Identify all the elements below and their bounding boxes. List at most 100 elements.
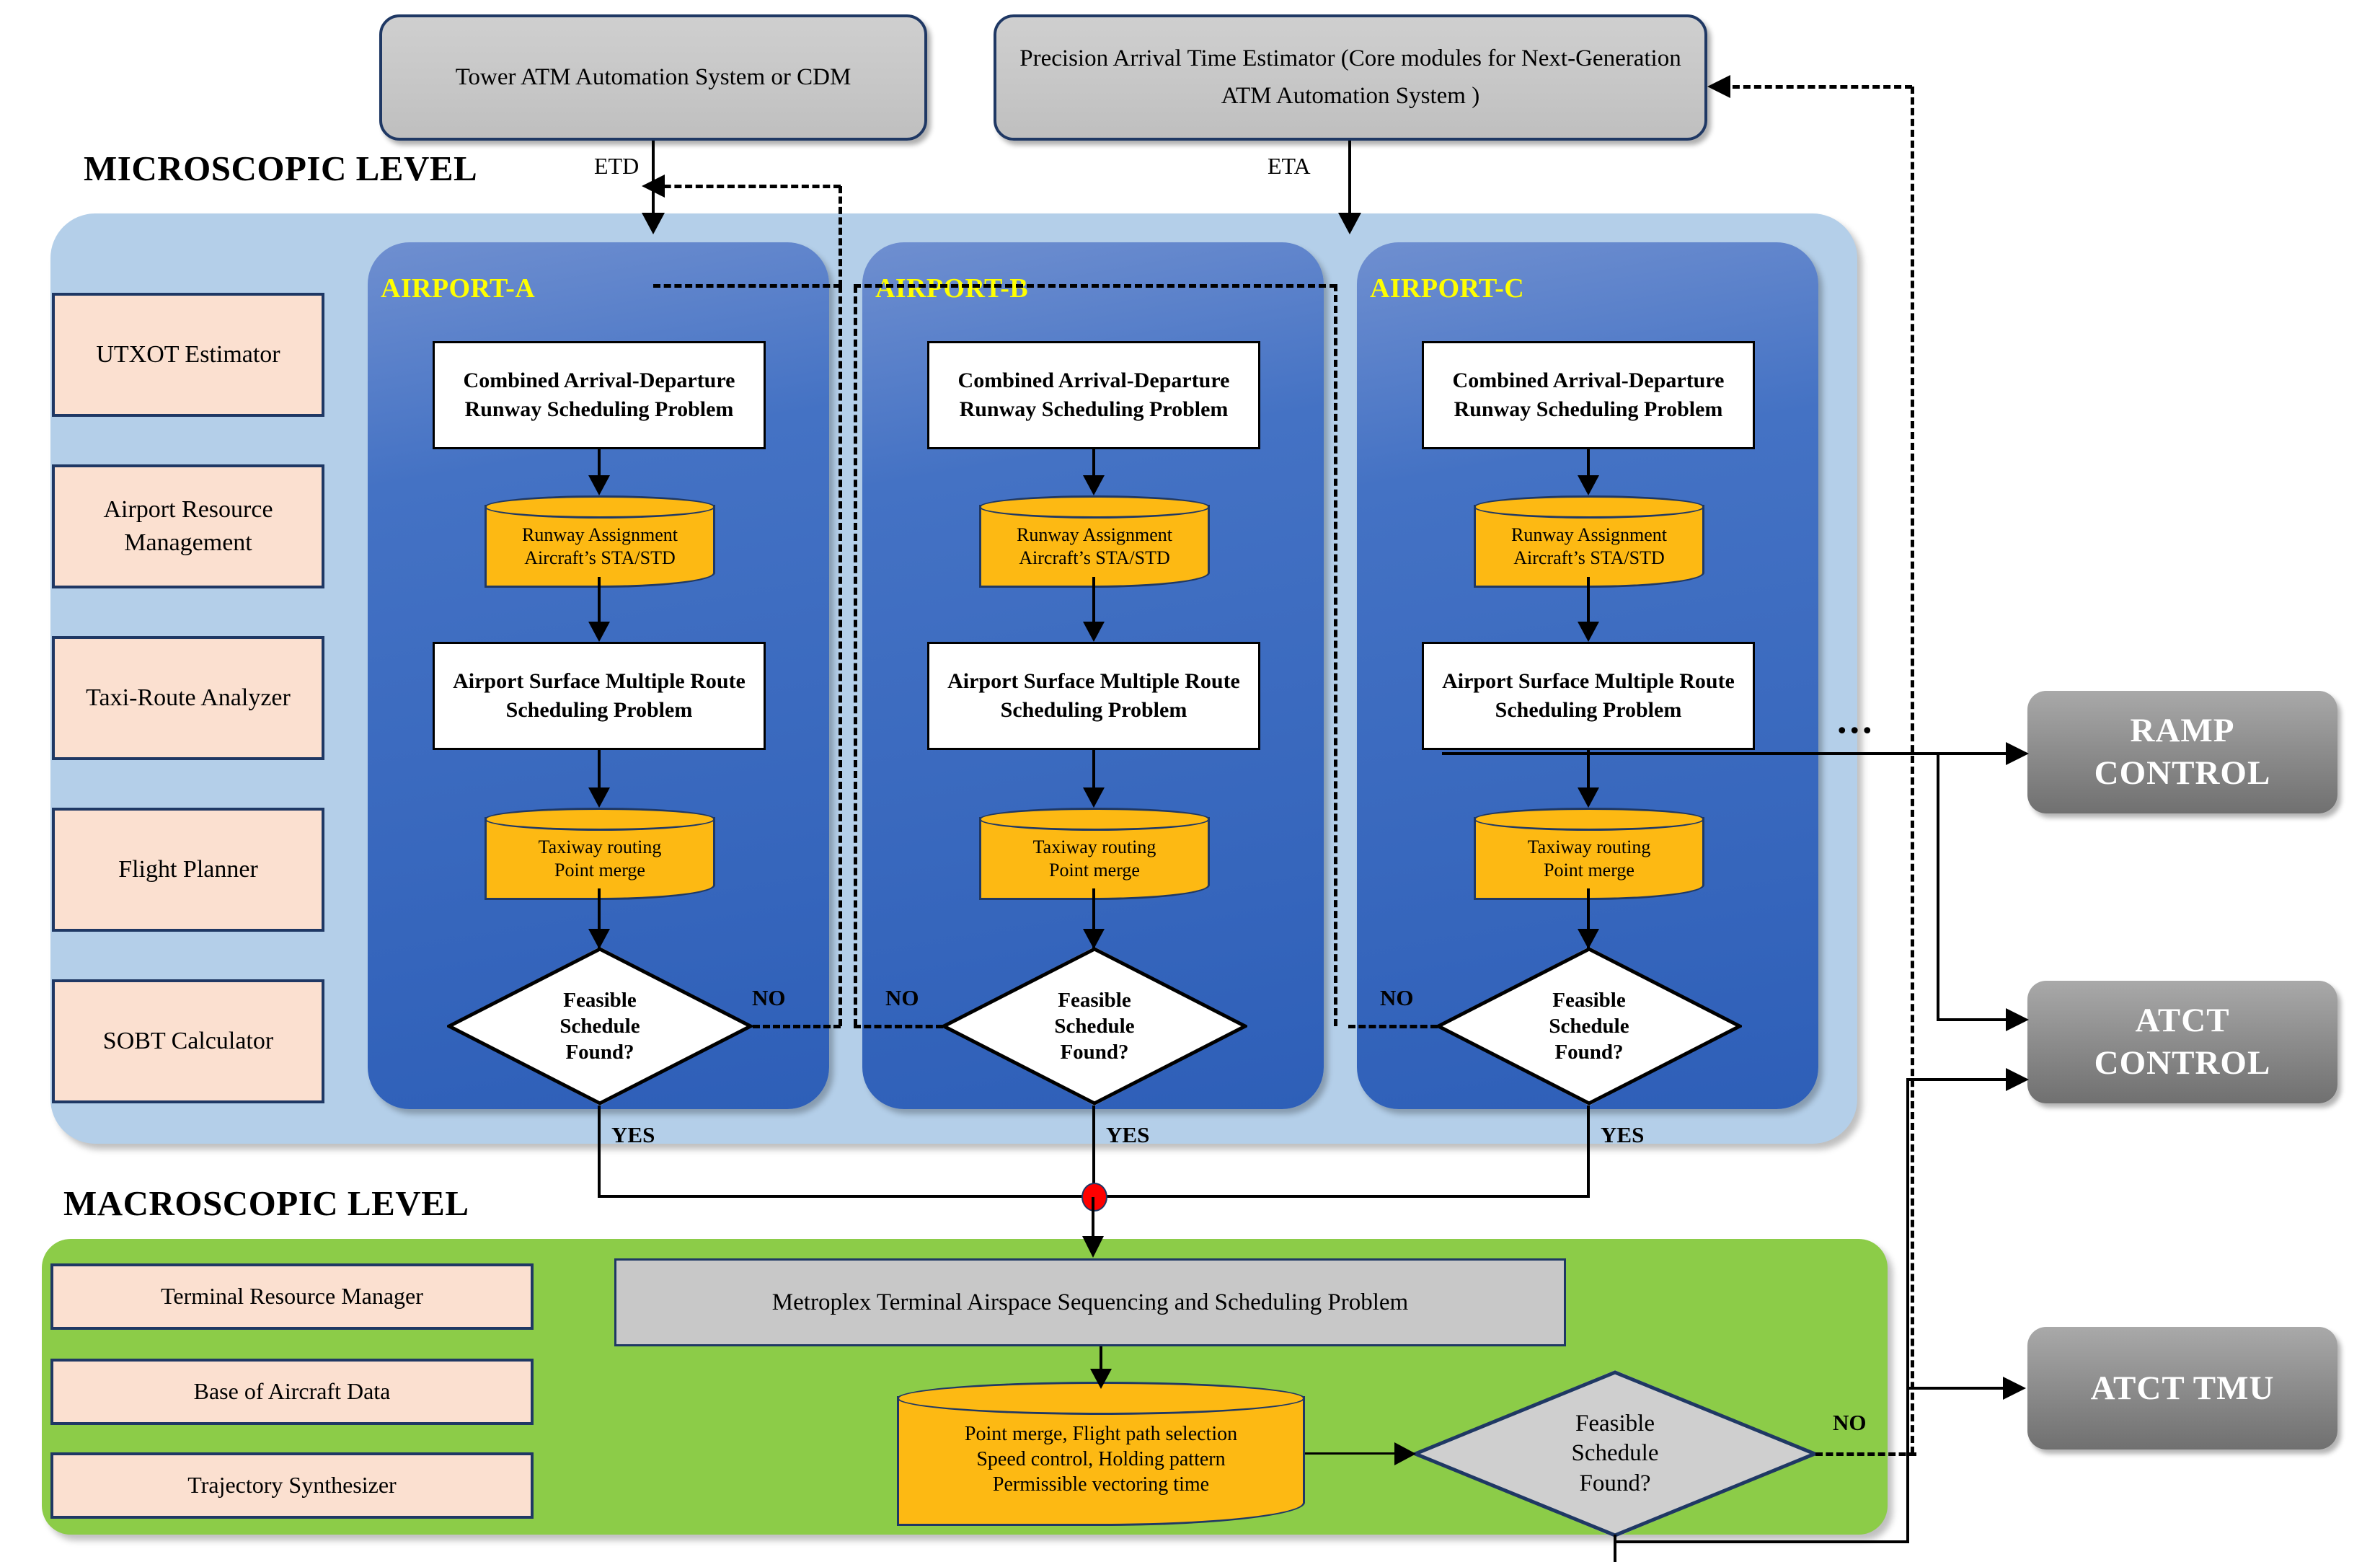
arrowhead xyxy=(1394,1442,1416,1465)
connector-airports-to-right-bus xyxy=(1442,752,1903,755)
process-box-label: Metroplex Terminal Airspace Sequencing a… xyxy=(771,1289,1409,1315)
arrowhead xyxy=(2003,1377,2026,1400)
module-card-flight-planner[interactable]: Flight Planner xyxy=(52,808,324,932)
feedback-macro-no-horizontal xyxy=(1815,1452,1916,1456)
module-card-label: Taxi-Route Analyzer xyxy=(86,684,291,712)
module-card-label: UTXOT Estimator xyxy=(96,341,280,369)
connector-a-store2-to-decision xyxy=(598,888,601,950)
arrowhead xyxy=(2006,742,2029,765)
source-box-tower-atm-label: Tower ATM Automation System or CDM xyxy=(455,63,851,90)
connector-store-to-macro-decision xyxy=(1305,1452,1399,1455)
module-card-sobt-calculator[interactable]: SOBT Calculator xyxy=(52,979,324,1103)
connector-macro-bottom-right xyxy=(1614,1540,1909,1543)
arrowhead xyxy=(588,622,610,642)
cylinder-top xyxy=(485,808,715,831)
arrowhead xyxy=(1082,1236,1104,1258)
cylinder-top xyxy=(1474,495,1704,519)
flow-label-no-macro: NO xyxy=(1833,1410,1867,1435)
process-box-surface-route-airport-c[interactable]: Airport Surface Multiple Route Schedulin… xyxy=(1422,642,1755,750)
control-box-atct-tmu[interactable]: ATCT TMU xyxy=(2027,1327,2337,1450)
module-card-taxi-route-analyzer[interactable]: Taxi-Route Analyzer xyxy=(52,636,324,760)
data-store-runway-assignment-airport-b[interactable]: Runway Assignment Aircraft’s STA/STD xyxy=(979,495,1210,588)
process-box-label: Combined Arrival-Departure Runway Schedu… xyxy=(957,368,1230,422)
decision-text: Feasible Schedule Found? xyxy=(1571,1411,1659,1496)
process-box-surface-route-airport-a[interactable]: Airport Surface Multiple Route Schedulin… xyxy=(433,642,766,750)
airport-label-airport-a: AIRPORT-A xyxy=(381,273,536,304)
connector-c-yes xyxy=(1587,1106,1590,1198)
source-box-tower-atm[interactable]: Tower ATM Automation System or CDM xyxy=(379,14,927,141)
connector-b-store2-to-decision xyxy=(1092,888,1095,950)
connector-bus-lower-vertical xyxy=(1906,1078,1909,1388)
more-airports-ellipsis: ... xyxy=(1837,698,1875,741)
cylinder-top xyxy=(979,808,1210,831)
process-box-label: Combined Arrival-Departure Runway Schedu… xyxy=(1452,368,1725,422)
feedback-b-no-horizontal xyxy=(854,1025,943,1028)
connector-merge-to-metroplex-2 xyxy=(1092,1209,1094,1240)
feedback-b-no-top xyxy=(854,284,1337,288)
data-store-runway-assignment-airport-a[interactable]: Runway Assignment Aircraft’s STA/STD xyxy=(485,495,715,588)
process-box-metroplex-sequencing[interactable]: Metroplex Terminal Airspace Sequencing a… xyxy=(614,1258,1566,1346)
module-card-label: Terminal Resource Manager xyxy=(161,1283,423,1310)
decision-text: Feasible Schedule Found? xyxy=(1549,988,1629,1064)
connector-c-step1-to-store1 xyxy=(1587,449,1590,481)
process-box-label: Airport Surface Multiple Route Schedulin… xyxy=(453,669,746,723)
connector-b-step1-to-store1 xyxy=(1092,449,1095,481)
data-store-text: Runway Assignment Aircraft’s STA/STD xyxy=(1017,524,1172,569)
control-box-label-line1: ATCT xyxy=(2135,1002,2230,1040)
data-store-taxiway-routing-airport-b[interactable]: Taxiway routing Point merge xyxy=(979,808,1210,900)
flow-label-eta: ETA xyxy=(1268,153,1311,179)
arrowhead xyxy=(1578,787,1599,808)
data-store-text: Taxiway routing Point merge xyxy=(1527,836,1651,881)
feedback-a-no-riser xyxy=(839,186,842,287)
module-card-trajectory-synthesizer[interactable]: Trajectory Synthesizer xyxy=(50,1452,534,1519)
decision-feasible-schedule-airport-c[interactable]: Feasible Schedule Found? xyxy=(1436,947,1742,1106)
process-box-label: Airport Surface Multiple Route Schedulin… xyxy=(1442,669,1735,723)
decision-feasible-schedule-airport-b[interactable]: Feasible Schedule Found? xyxy=(942,947,1247,1106)
arrowhead xyxy=(2006,1068,2029,1091)
control-box-atct-control[interactable]: ATCT CONTROL xyxy=(2027,981,2337,1103)
cylinder-top xyxy=(1474,808,1704,831)
decision-feasible-schedule-airport-a[interactable]: Feasible Schedule Found? xyxy=(447,947,753,1106)
connector-a-yes xyxy=(598,1106,601,1198)
feedback-macro-no-top xyxy=(1722,85,1912,89)
connector-eta-line xyxy=(1348,141,1351,220)
connector-c-store2-to-decision xyxy=(1587,888,1590,950)
cylinder-body xyxy=(897,1396,1305,1526)
data-store-taxiway-routing-airport-c[interactable]: Taxiway routing Point merge xyxy=(1474,808,1704,900)
data-store-runway-assignment-airport-c[interactable]: Runway Assignment Aircraft’s STA/STD xyxy=(1474,495,1704,588)
process-box-label: Combined Arrival-Departure Runway Schedu… xyxy=(463,368,735,422)
module-card-airport-resource-management[interactable]: Airport Resource Management xyxy=(52,464,324,588)
connector-metroplex-to-store xyxy=(1100,1346,1102,1375)
module-card-utxot-estimator[interactable]: UTXOT Estimator xyxy=(52,293,324,417)
data-store-macroscopic-controls[interactable]: Point merge, Flight path selection Speed… xyxy=(897,1382,1305,1526)
flow-label-etd: ETD xyxy=(594,153,640,179)
arrowhead-feedback-etd xyxy=(642,175,665,198)
module-card-terminal-resource-manager[interactable]: Terminal Resource Manager xyxy=(50,1263,534,1330)
feedback-b-no-right-riser xyxy=(1334,284,1337,1026)
feedback-a-no-to-etd xyxy=(653,185,841,188)
module-card-base-of-aircraft-data[interactable]: Base of Aircraft Data xyxy=(50,1359,534,1425)
process-box-runway-scheduling-airport-c[interactable]: Combined Arrival-Departure Runway Schedu… xyxy=(1422,341,1755,449)
data-store-text: Point merge, Flight path selection Speed… xyxy=(964,1422,1238,1496)
connector-a-store1-to-step2 xyxy=(598,577,601,629)
connector-b-yes xyxy=(1092,1106,1095,1198)
data-store-taxiway-routing-airport-a[interactable]: Taxiway routing Point merge xyxy=(485,808,715,900)
source-box-precision-arrival-label: Precision Arrival Time Estimator (Core m… xyxy=(1019,45,1681,109)
connector-macro-up-to-tmu xyxy=(1906,1388,1909,1543)
cylinder-body xyxy=(1474,816,1704,900)
connector-b-step2-to-store2 xyxy=(1092,750,1095,795)
process-box-surface-route-airport-b[interactable]: Airport Surface Multiple Route Schedulin… xyxy=(927,642,1260,750)
decision-feasible-schedule-macroscopic[interactable]: Feasible Schedule Found? xyxy=(1413,1370,1817,1537)
process-box-runway-scheduling-airport-b[interactable]: Combined Arrival-Departure Runway Schedu… xyxy=(927,341,1260,449)
source-box-precision-arrival[interactable]: Precision Arrival Time Estimator (Core m… xyxy=(994,14,1707,141)
control-box-ramp-control[interactable]: RAMP CONTROL xyxy=(2027,691,2337,813)
feedback-a-no-horizontal xyxy=(753,1025,841,1028)
arrowhead xyxy=(588,475,610,495)
connector-bus-vertical xyxy=(1937,752,1939,1020)
diamond-outline xyxy=(447,947,753,1106)
feedback-b-no-vertical xyxy=(854,286,857,1026)
flow-label-yes-b: YES xyxy=(1106,1122,1150,1147)
arrow-etd-head xyxy=(642,213,665,234)
process-box-runway-scheduling-airport-a[interactable]: Combined Arrival-Departure Runway Schedu… xyxy=(433,341,766,449)
